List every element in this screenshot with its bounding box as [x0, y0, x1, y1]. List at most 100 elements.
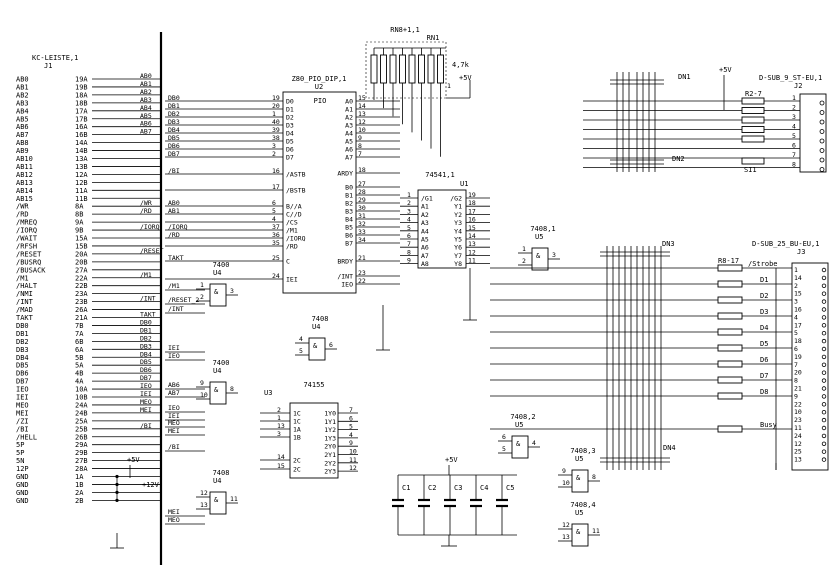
j1-signal-label: GND — [16, 497, 29, 505]
j1-net-label: AB3 — [140, 96, 152, 104]
j3-pin-number: 8 — [794, 377, 798, 385]
j3-pin — [821, 362, 827, 367]
j1-signal-label: AB7 — [16, 131, 29, 139]
u1-pin-number: 14 — [468, 232, 476, 240]
j3-pin-number: 9 — [794, 392, 798, 400]
pio-pin-number: 2 — [272, 150, 276, 158]
gate-net-label: /M1 — [168, 282, 180, 290]
pio-pin-number: 9 — [358, 134, 362, 142]
pio-pin-number: 34 — [358, 236, 366, 244]
j1-signal-label: /BUSACK — [16, 266, 46, 274]
u1-pin-label: Y4 — [454, 227, 462, 235]
j1-pin-number: 7B — [75, 322, 83, 330]
j3-pin-number: 13 — [794, 456, 802, 464]
j1-pin-number: 13A — [75, 155, 88, 163]
u1-ref: U1 — [460, 180, 468, 188]
j1-ref: J1 — [44, 62, 52, 70]
j1-signal-label: 5P — [16, 441, 24, 449]
pio-pin-number: 15 — [358, 94, 366, 102]
gate-pin-number: 5 — [502, 445, 506, 453]
j1-plus12-label: +12V — [142, 481, 160, 489]
j3-pin — [821, 457, 827, 462]
u1-pin-number: 7 — [407, 240, 411, 248]
j2-pin — [819, 110, 825, 115]
pio-pin-number: 8 — [358, 142, 362, 150]
j2-pin-number: 5 — [792, 132, 796, 140]
j3-pin — [821, 394, 827, 399]
gate-ref: U5 — [575, 455, 583, 463]
j3-resistor — [717, 312, 743, 320]
u3-pin-number: 5 — [349, 423, 353, 431]
u1-pin-number: 18 — [468, 199, 476, 207]
u1-pin-label: Y6 — [454, 244, 462, 252]
j2-pin-number: 1 — [792, 94, 796, 102]
gate-net-label: /INT — [168, 305, 184, 313]
j1-signal-label: IEO — [16, 386, 29, 394]
pio-pin-label: A7 — [345, 154, 353, 162]
j3-pin — [821, 267, 827, 273]
pio-pin-label: D3 — [286, 122, 294, 130]
j3-pin — [821, 370, 827, 375]
gate-symbol: & — [576, 474, 581, 482]
j1-pin-number: 28A — [75, 465, 88, 473]
pio-pin-number: 39 — [272, 126, 280, 134]
j3-pin-number: 3 — [794, 298, 798, 306]
rn1-resistor — [437, 54, 444, 84]
gate-symbol: & — [214, 288, 219, 296]
j3-resistor — [717, 280, 743, 288]
u3-pin-number: 1 — [277, 414, 281, 422]
gate-title: 7408,4 — [570, 501, 595, 509]
gate-net-label: MEI — [168, 427, 180, 435]
rn1-supply: +5V — [459, 74, 472, 82]
j1-signal-label: AB1 — [16, 83, 29, 91]
pio-pin-label: A5 — [345, 138, 353, 146]
j3-pin — [821, 425, 827, 431]
gate-title: 7408,3 — [570, 447, 595, 455]
j1-signal-label: /BI — [16, 425, 29, 433]
j1-net-label: AB0 — [140, 72, 152, 80]
j1-signal-label: /HELL — [16, 433, 37, 441]
rn1-ref: RN1 — [427, 34, 440, 42]
pio-pin-label: A0 — [345, 98, 353, 106]
j3-pin-number: 7 — [794, 361, 798, 369]
u3-pin-label: 2C — [293, 457, 301, 465]
j3-pin-number: 21 — [794, 385, 802, 393]
j1-signal-label: AB9 — [16, 147, 29, 155]
j1-net-label: DB6 — [140, 366, 152, 374]
j3-pin-number: 20 — [794, 369, 802, 377]
j1-signal-label: AB10 — [16, 155, 33, 163]
u3-pin-label: 1C — [293, 410, 301, 418]
gate-pin-number: 11 — [592, 527, 600, 535]
u1-pin-number: 8 — [407, 248, 411, 256]
j3-signal-label: D7 — [760, 372, 768, 380]
u3-pin-label: 2Y0 — [324, 443, 336, 451]
gate-pin-number: 12 — [562, 521, 570, 529]
u3-pin-number: 15 — [277, 462, 285, 470]
pio-pin-number: 4 — [272, 215, 276, 223]
pio-net-label: DB4 — [168, 126, 180, 134]
j1-signal-label: /BUSRQ — [16, 258, 41, 266]
pio-pin-label: A1 — [345, 106, 353, 114]
j3-pin — [821, 315, 827, 320]
pio-pin-number: 35 — [272, 239, 280, 247]
j1-net-label: MEO — [140, 398, 152, 406]
j2-resistor — [741, 135, 765, 143]
j1-net-label: DB1 — [140, 326, 152, 334]
u1-pin-number: 2 — [407, 199, 411, 207]
j1-pin-number: 4A — [75, 378, 84, 386]
j3-signal-label: D4 — [760, 324, 768, 332]
pio-pin-number: 3 — [272, 142, 276, 150]
j1-pin-number: 7A — [75, 330, 84, 338]
j2-title: D-SUB_9_ST-EU,1 — [759, 74, 822, 82]
gate-pin-number: 13 — [562, 533, 570, 541]
j1-pin-number: 2B — [75, 497, 83, 505]
j3-pin-number: 25 — [794, 448, 802, 456]
j2-supply: +5V — [719, 66, 732, 74]
u1-pin-label: A4 — [421, 227, 429, 235]
u1-pin-number: 11 — [468, 257, 476, 265]
j1-net-label: /RESET — [140, 247, 164, 255]
j1-signal-label: AB2 — [16, 91, 29, 99]
gate-title: 7408,2 — [510, 413, 535, 421]
j3-pin-number: 14 — [794, 274, 802, 282]
u3-pin-label: 1C — [293, 418, 301, 426]
